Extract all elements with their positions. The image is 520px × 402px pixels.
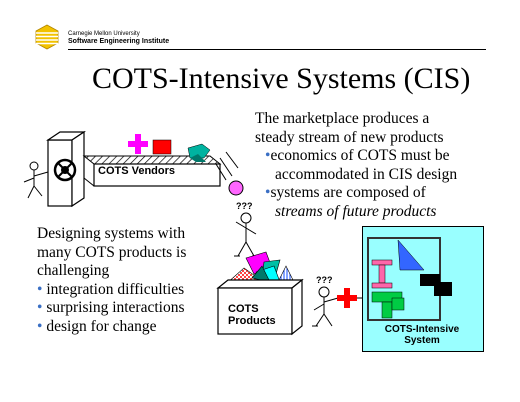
bullet-icon: •	[265, 184, 271, 201]
right-intro-line-2: steady stream of new products	[255, 128, 444, 146]
system-components-illustration	[367, 237, 452, 321]
header-rule	[68, 49, 486, 50]
bullet-icon: •	[37, 317, 47, 335]
right-bullet-2: •systems are composed of	[265, 184, 426, 201]
bullet-icon: •	[265, 147, 271, 164]
confused-person-icon	[234, 212, 259, 257]
cots-vendors-label: COTS Vendors	[98, 165, 176, 177]
bullet-icon: •	[37, 280, 47, 298]
question-marks-1: ???	[236, 201, 253, 211]
right-bullet-1: •economics of COTS must be	[265, 147, 450, 164]
page-title: COTS-Intensive Systems (CIS)	[92, 62, 471, 95]
right-bullet-2-cont: streams of future products	[275, 202, 437, 220]
left-bullet-2: • surprising interactions	[37, 299, 185, 316]
cots-products-illustration	[216, 251, 304, 336]
left-intro-line-1: Designing systems with	[37, 225, 186, 242]
integrator-person-icon	[312, 286, 368, 327]
left-intro-line-3: challenging	[37, 262, 110, 279]
institute-name: Software Engineering Institute	[68, 38, 170, 45]
right-bullet-1-cont: accommodated in CIS design	[275, 165, 458, 183]
right-text-block: The marketplace produces a steady stream…	[255, 110, 457, 221]
left-bullet-3: • design for change	[37, 317, 157, 335]
right-intro-line-1: The marketplace produces a	[255, 110, 430, 127]
bullet-icon: •	[37, 299, 47, 316]
question-marks-2: ???	[316, 275, 333, 285]
cots-products-label: COTS Products	[228, 303, 276, 327]
vendor-machine-illustration	[23, 130, 244, 208]
left-intro-line-2: many COTS products is	[37, 243, 187, 261]
university-name: Carnegie Mellon University	[68, 31, 140, 37]
left-text-block: Designing systems with many COTS product…	[37, 225, 186, 336]
cots-intensive-system-box	[362, 226, 484, 352]
cots-intensive-system-label: COTS-Intensive System	[384, 324, 460, 346]
sei-logo-icon	[35, 24, 59, 50]
left-bullet-1: • integration difficulties	[37, 280, 185, 298]
